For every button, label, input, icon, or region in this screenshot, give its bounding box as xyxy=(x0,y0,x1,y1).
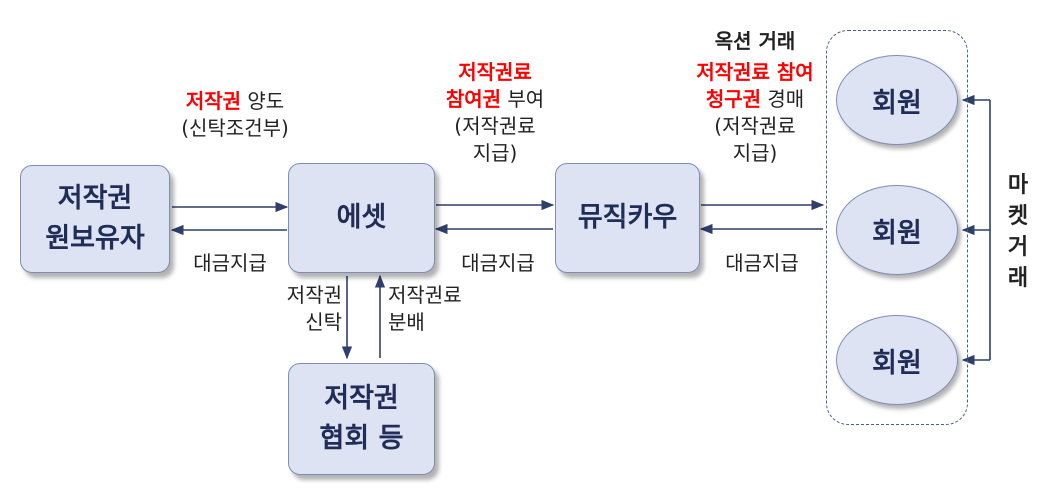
member-label: 회원 xyxy=(872,87,922,119)
member-label: 회원 xyxy=(872,217,922,249)
auction-label: 저작권료 참여 청구권 경매 (저작권료 지급) xyxy=(660,59,850,167)
grant-rest2: 부여 xyxy=(501,87,545,111)
auction-line1: 저작권료 참여 xyxy=(696,60,814,84)
grant-line2: 참여권 부여 xyxy=(420,86,570,113)
grant-line4: 지급) xyxy=(472,141,518,165)
grant-line1: 저작권료 xyxy=(458,60,532,84)
grant-line3: (저작권료 xyxy=(454,114,536,138)
member-node-3: 회원 xyxy=(836,315,958,405)
distribution-line2: 분배 xyxy=(388,310,425,334)
payment-label-3: 대금지급 xyxy=(725,251,799,275)
rights-holder-line2: 원보유자 xyxy=(45,223,145,254)
member-label: 회원 xyxy=(872,347,922,379)
rights-holder-line1: 저작권 xyxy=(57,183,133,214)
trust-line2: 신탁 xyxy=(305,310,342,334)
musicow-node: 뮤직카우 xyxy=(555,163,700,273)
auction-line3: (저작권료 xyxy=(714,114,796,138)
auction-line4: 지급) xyxy=(732,141,778,165)
trust-label: 저작권 신탁 xyxy=(262,282,342,336)
distribution-label: 저작권료 분배 xyxy=(388,282,488,336)
payment-label-2: 대금지급 xyxy=(461,251,535,275)
member-node-2: 회원 xyxy=(836,185,958,275)
payment-label-1: 대금지급 xyxy=(193,251,267,275)
distribution-line1: 저작권료 xyxy=(388,283,462,307)
auction-line2: 청구권 경매 xyxy=(660,86,850,113)
association-line2: 협회 등 xyxy=(319,423,404,454)
association-line1: 저작권 xyxy=(324,383,399,414)
trust-line1: 저작권 xyxy=(286,283,342,307)
market-char-4: 래 xyxy=(1007,266,1029,291)
asset-label: 에셋 xyxy=(336,202,387,233)
transfer-line1: 저작권 양도 xyxy=(150,88,320,115)
grant-red2: 참여권 xyxy=(445,87,502,111)
market-char-1: 마 xyxy=(1007,173,1029,198)
member-group xyxy=(826,30,968,425)
member-node-1: 회원 xyxy=(836,55,958,145)
auction-rest2: 경매 xyxy=(761,87,805,111)
transfer-red: 저작권 xyxy=(185,89,242,113)
market-char-2: 켓 xyxy=(1007,204,1029,229)
transfer-line2: (신탁조건부) xyxy=(181,116,289,140)
association-node: 저작권 협회 등 xyxy=(288,363,435,475)
transfer-label: 저작권 양도 (신탁조건부) xyxy=(150,88,320,142)
asset-node: 에셋 xyxy=(288,163,435,273)
auction-title: 옥션 거래 xyxy=(714,29,796,53)
market-char-3: 거 xyxy=(1007,235,1029,260)
auction-red2: 청구권 xyxy=(705,87,762,111)
musicow-label: 뮤직카우 xyxy=(577,202,678,233)
market-trade-label: 마 켓 거 래 xyxy=(1003,170,1033,294)
transfer-rest: 양도 xyxy=(241,89,285,113)
rights-holder-node: 저작권 원보유자 xyxy=(20,165,170,273)
grant-label: 저작권료 참여권 부여 (저작권료 지급) xyxy=(420,59,570,167)
